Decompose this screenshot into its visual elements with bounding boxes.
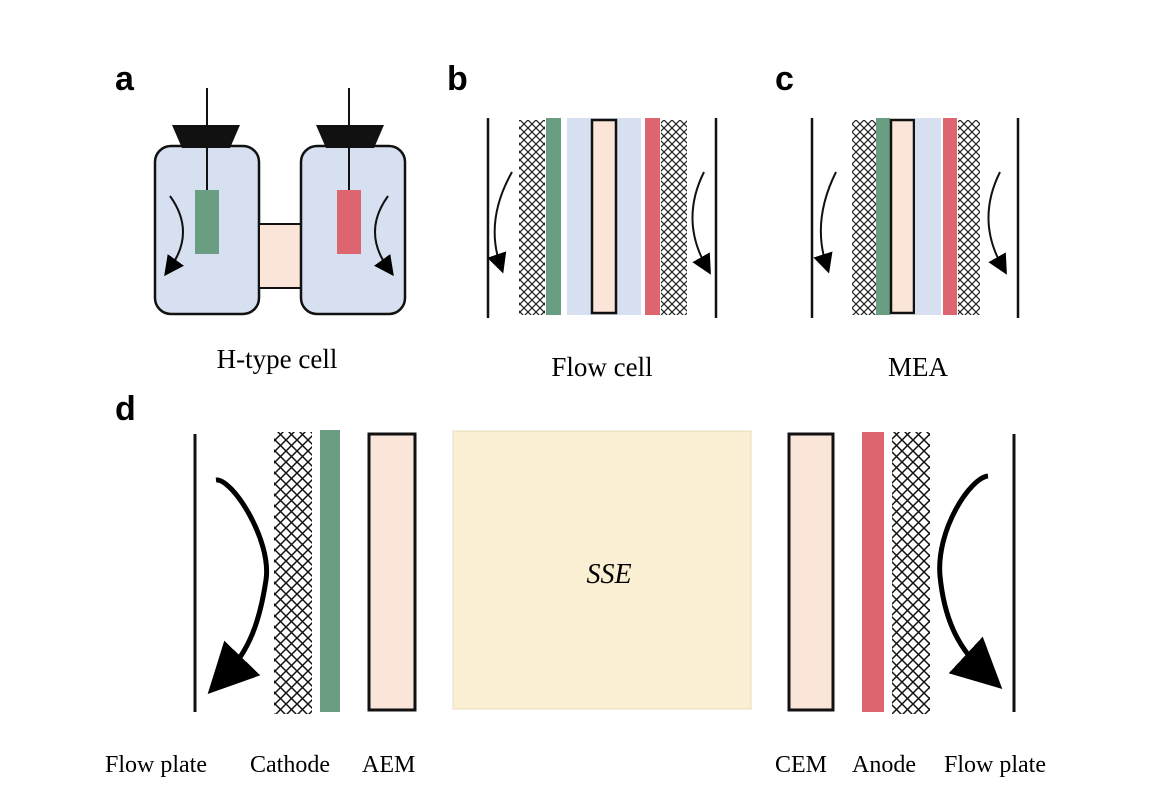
- label-cathode: Cathode: [250, 752, 330, 778]
- gas-diffusion-mesh-left: [519, 120, 545, 315]
- panel-c: c MEA: [775, 60, 1020, 382]
- caption-flow-cell: Flow cell: [551, 352, 652, 382]
- cathode-mesh: [274, 432, 312, 714]
- panel-letter-b: b: [447, 60, 468, 98]
- panel-a: a H-type cell: [115, 60, 407, 374]
- panel-letter-a: a: [115, 60, 135, 98]
- label-aem: AEM: [362, 752, 415, 778]
- sse-label: SSE: [586, 559, 631, 590]
- membrane: [889, 118, 916, 315]
- left-flow-arrow: [813, 171, 837, 274]
- sse-layer: [452, 430, 752, 710]
- panel-letter-d: d: [115, 390, 136, 428]
- panel-letter-c: c: [775, 60, 794, 98]
- right-flow-arrow: [937, 473, 1003, 690]
- h-cell-right-vessel: [299, 88, 407, 316]
- anode-mesh: [892, 432, 930, 714]
- cathode-layer: [876, 118, 890, 315]
- label-cem: CEM: [775, 752, 827, 778]
- left-flow-arrow: [487, 171, 513, 274]
- gas-diffusion-mesh-right: [958, 120, 980, 315]
- cem-membrane: [787, 432, 835, 712]
- panel-b: b Flow cell: [447, 60, 718, 382]
- anode-layer: [943, 118, 957, 315]
- gas-diffusion-mesh-left: [852, 120, 876, 315]
- caption-mea: MEA: [888, 352, 949, 382]
- label-flow-plate-right: Flow plate: [944, 752, 1046, 778]
- cathode-layer: [320, 430, 340, 712]
- gas-diffusion-mesh-right: [661, 120, 687, 315]
- label-anode: Anode: [852, 752, 916, 778]
- panel-d: d SSE Flow plate Cathode AEM CEM Anode F…: [105, 390, 1046, 778]
- cathode-layer: [546, 118, 561, 315]
- left-circulation-arrow: [164, 195, 184, 277]
- anode-layer: [862, 432, 884, 712]
- aem-membrane: [367, 432, 417, 712]
- left-flow-arrow: [207, 477, 270, 695]
- electrolyte-layer: [915, 118, 941, 315]
- label-flow-plate-left: Flow plate: [105, 752, 207, 778]
- cathode-electrode: [195, 190, 219, 254]
- anode-layer: [645, 118, 660, 315]
- anode-electrode: [337, 190, 361, 254]
- right-flow-arrow: [987, 171, 1007, 275]
- h-cell-left-vessel: [153, 88, 261, 316]
- membrane: [590, 118, 618, 315]
- caption-h-type-cell: H-type cell: [217, 344, 338, 374]
- h-cell-membrane: [258, 223, 302, 289]
- right-circulation-arrow: [374, 195, 394, 277]
- right-flow-arrow: [691, 171, 711, 275]
